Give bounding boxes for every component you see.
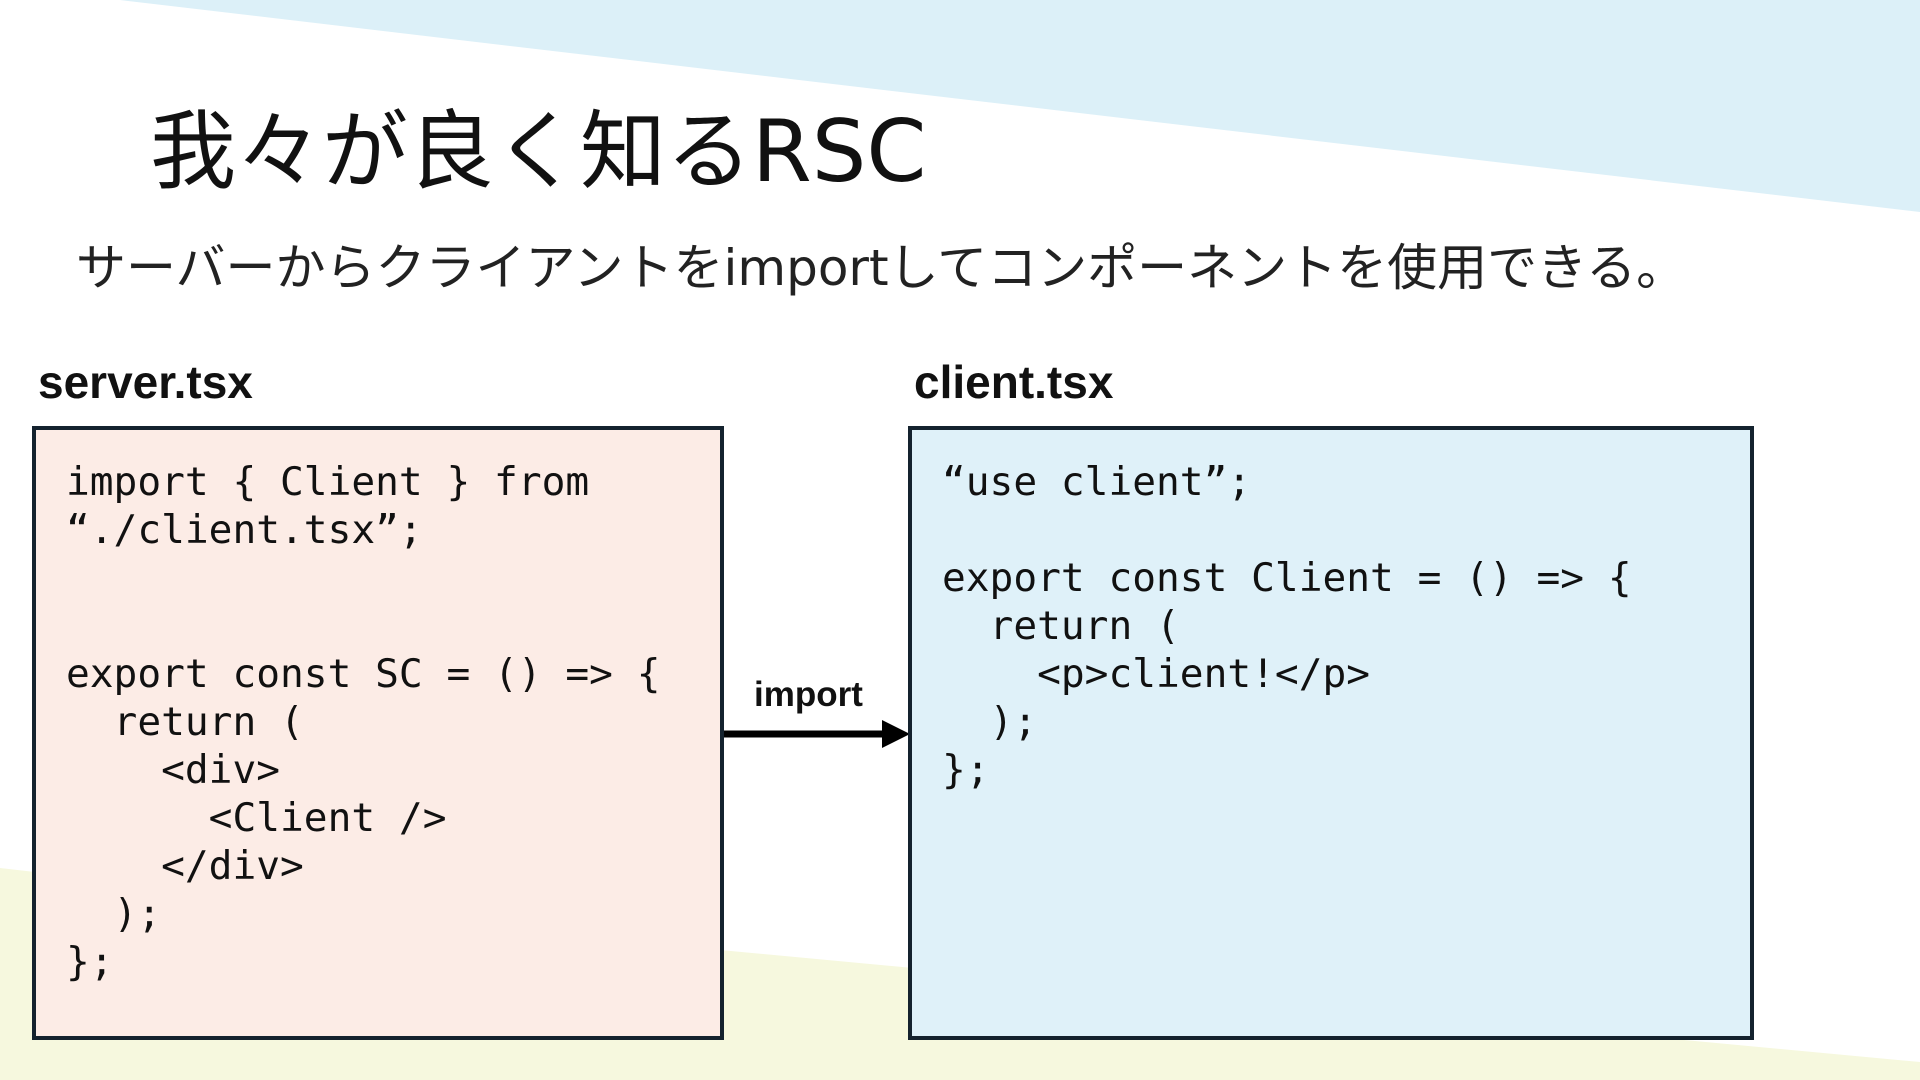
server-code-box: import { Client } from “./client.tsx”; e…: [32, 426, 724, 1040]
client-code-box: “use client”; export const Client = () =…: [908, 426, 1754, 1040]
client-code: “use client”; export const Client = () =…: [942, 459, 1632, 793]
import-arrow-head: [882, 720, 910, 748]
server-file-label: server.tsx: [38, 356, 253, 408]
background-top-band: [120, 0, 1920, 212]
server-code: import { Client } from “./client.tsx”; e…: [66, 459, 661, 985]
import-edge-label: import: [754, 675, 863, 714]
import-arrow: [724, 720, 910, 748]
slide-subtitle: サーバーからクライアントをimportしてコンポーネントを使用できる。: [76, 239, 1687, 297]
slide-title: 我々が良く知るRSC: [150, 102, 927, 202]
client-file-label: client.tsx: [914, 356, 1114, 408]
